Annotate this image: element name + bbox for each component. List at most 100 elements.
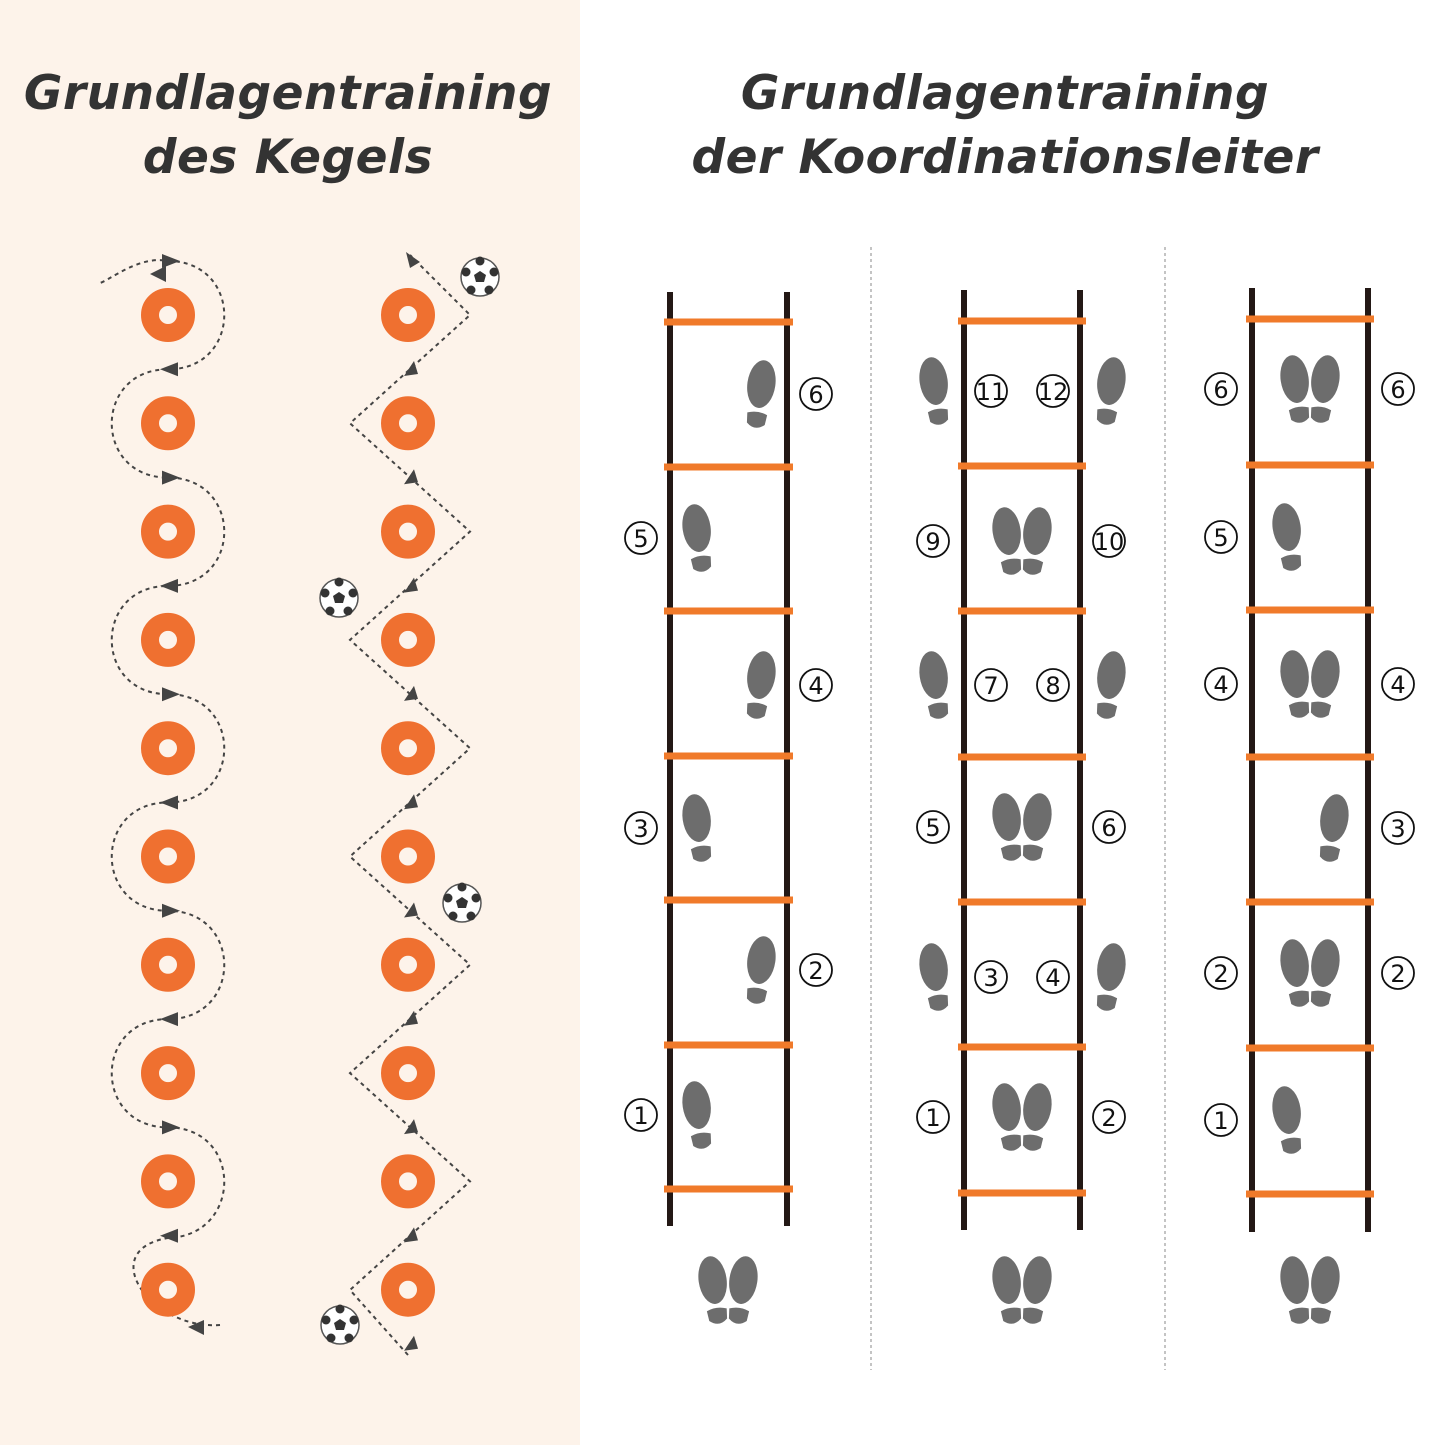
step-number-text: 5 [925, 814, 940, 842]
step-number: 6 [1381, 372, 1415, 406]
foot-heel [1288, 990, 1310, 1007]
arrow-icon [404, 794, 418, 810]
cone-ring [381, 396, 435, 451]
footprint-icon [698, 1256, 728, 1324]
step-number-text: 1 [925, 1104, 940, 1132]
foot-heel [1310, 406, 1332, 423]
step-circle [1092, 524, 1126, 558]
cone-training-title: Grundlagentraining des Kegels [0, 62, 576, 190]
ladder-rung [958, 462, 1086, 470]
step-circle [916, 524, 950, 558]
arrow-icon [404, 577, 418, 593]
step-number: 3 [624, 811, 658, 845]
footprint-icon [746, 360, 776, 428]
foot-sole [682, 1081, 711, 1129]
ball-patch [475, 256, 485, 266]
foot-sole [1023, 1256, 1052, 1304]
foot-sole [919, 357, 948, 405]
foot-heel [1000, 558, 1022, 575]
foot-heel [1288, 701, 1310, 718]
step-number-text: 4 [1045, 964, 1060, 992]
ball-patch [321, 1315, 331, 1325]
ladder-rung [664, 1185, 793, 1193]
footprint-icon [1280, 1256, 1310, 1324]
ball-patch [457, 882, 467, 892]
ladder-rung [664, 463, 793, 471]
footprint-icon [919, 651, 949, 719]
step-number-text: 7 [983, 672, 998, 700]
foot-heel [1310, 1307, 1332, 1324]
cone [141, 937, 195, 992]
footprint-icon [919, 943, 949, 1011]
arrow-icon [150, 266, 166, 282]
soccer-ball-icon [319, 577, 359, 618]
step-circle [799, 953, 833, 987]
footprint-icon [992, 1256, 1022, 1324]
ball-patch [466, 285, 476, 295]
foot-sole [747, 936, 776, 984]
foot-sole [1023, 1083, 1052, 1131]
step-number: 8 [1036, 668, 1070, 702]
cone [381, 396, 435, 451]
ball-patch [466, 911, 476, 921]
ball-patch [326, 1333, 336, 1343]
title-line-1: Grundlagentraining [23, 66, 553, 121]
foot-sole [919, 651, 948, 699]
arrow-icon [404, 1227, 418, 1243]
footprint-icon [919, 357, 949, 425]
cone-ring [141, 937, 195, 992]
cone-ring [141, 504, 195, 559]
arrow-icon [162, 1120, 180, 1135]
title-line-2: der Koordinationsleiter [691, 130, 1319, 185]
step-circle [1381, 956, 1415, 990]
arrow-icon [406, 252, 420, 268]
arrow-icon [188, 1320, 204, 1335]
footprint-icon [1280, 355, 1310, 423]
cone [141, 504, 195, 559]
step-number-text: 12 [1038, 378, 1069, 406]
step-circle [1381, 372, 1415, 406]
footprint-icon [992, 793, 1022, 861]
foot-sole [992, 1256, 1021, 1304]
cone [141, 612, 195, 667]
cone-ring [141, 1262, 195, 1317]
cone [381, 612, 435, 667]
footprint-icon [1022, 1256, 1052, 1324]
cone [381, 937, 435, 992]
foot-sole [1023, 793, 1052, 841]
cone [381, 721, 435, 776]
foot-heel [1280, 1137, 1302, 1154]
foot-sole [1272, 1086, 1301, 1134]
step-number: 4 [799, 668, 833, 702]
step-circle [1036, 374, 1070, 408]
cone [381, 288, 435, 342]
footprint-icon [1310, 939, 1340, 1007]
step-number: 7 [974, 668, 1008, 702]
footprint-icon [1310, 1256, 1340, 1324]
step-number-text: 4 [1390, 671, 1405, 699]
foot-sole [1280, 650, 1309, 698]
foot-sole [1280, 355, 1309, 403]
step-circle [916, 810, 950, 844]
step-number: 6 [1092, 810, 1126, 844]
cone [141, 1046, 195, 1101]
ball-patch [320, 588, 330, 598]
step-circle [1036, 668, 1070, 702]
ladder-rung [958, 1189, 1086, 1197]
arrow-icon [404, 1335, 418, 1351]
foot-sole [992, 793, 1021, 841]
foot-heel [1288, 1307, 1310, 1324]
step-number: 3 [1381, 811, 1415, 845]
cone-ring [141, 1154, 195, 1209]
foot-sole [1311, 939, 1340, 987]
ball-patch [461, 267, 471, 277]
footprint-icon [746, 936, 776, 1004]
title-line-2: des Kegels [142, 130, 434, 185]
foot-heel [1000, 1134, 1022, 1151]
step-number: 4 [1036, 960, 1070, 994]
cone-ring [141, 288, 195, 342]
ladder-rung [664, 1041, 793, 1049]
arrow-icon [160, 1228, 178, 1243]
step-number: 5 [624, 521, 658, 555]
foot-sole [1311, 650, 1340, 698]
